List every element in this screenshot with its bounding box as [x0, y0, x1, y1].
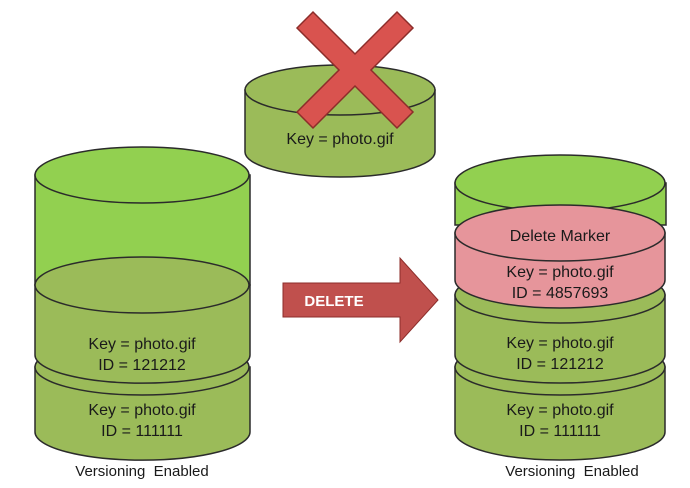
- right-version-2-key: Key = photo.gif: [506, 402, 614, 419]
- right-bucket-caption: Versioning Enabled: [505, 463, 638, 480]
- left-bucket-top: [34, 146, 250, 204]
- left-bucket: Key = photo.gif ID = 121212 Key = photo.…: [34, 146, 251, 480]
- left-version-2-key: Key = photo.gif: [88, 402, 196, 419]
- right-version-1-id: ID = 121212: [516, 356, 604, 373]
- right-bucket-top: [454, 154, 666, 212]
- delete-marker-id: ID = 4857693: [512, 285, 609, 302]
- left-version-2-id: ID = 111111: [101, 423, 183, 440]
- left-bucket-caption: Versioning Enabled: [75, 463, 208, 480]
- left-version-1-top: [34, 256, 250, 314]
- red-x-cross-icon: [295, 10, 415, 130]
- right-version-1-key: Key = photo.gif: [506, 335, 614, 352]
- right-version-2-id: ID = 111111: [519, 423, 601, 440]
- delete-arrow-shape: [282, 256, 439, 344]
- left-version-1-key: Key = photo.gif: [88, 336, 196, 353]
- delete-marker-top: [454, 204, 666, 262]
- left-version-1-id: ID = 121212: [98, 357, 186, 374]
- delete-marker-key: Key = photo.gif: [506, 264, 614, 281]
- right-bucket: Delete Marker Key = photo.gif ID = 48576…: [454, 154, 667, 480]
- delete-arrow-label: DELETE: [304, 293, 363, 310]
- delete-arrow: DELETE: [282, 256, 439, 344]
- delete-marker-title: Delete Marker: [510, 228, 611, 245]
- deleted-object-key: Key = photo.gif: [286, 131, 394, 148]
